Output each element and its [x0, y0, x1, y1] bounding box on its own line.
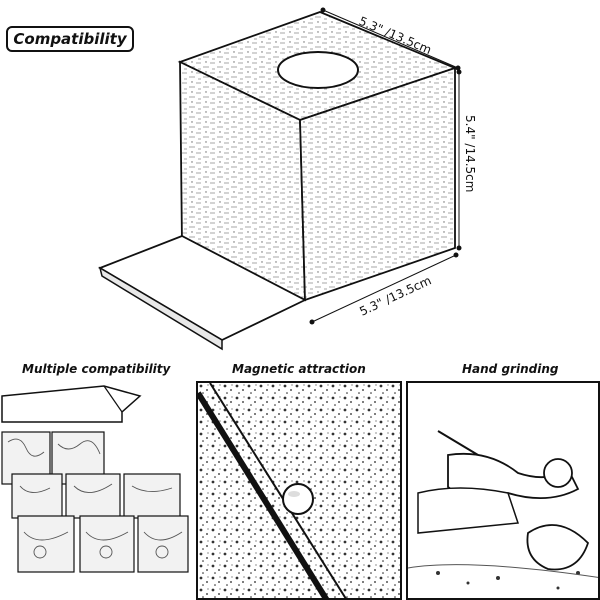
feature-title-magnetic: Magnetic attraction	[232, 362, 366, 376]
tissue-opening	[277, 51, 359, 89]
feature-title-multiple: Multiple compatibility	[22, 362, 171, 376]
box-side-face	[299, 66, 456, 302]
feature-title-grinding: Hand grinding	[462, 362, 559, 376]
tissue-box-illustration: 5.3" /13.5cm 5.4" /14.5cm 5.3" /13.5cm	[97, 7, 477, 351]
multiple-compatibility-panel	[1, 385, 189, 573]
hand-grinding-panel	[406, 381, 600, 600]
compatibility-label: Compatibility	[13, 30, 127, 48]
magnet-icon	[282, 483, 314, 515]
dimension-side: 5.4" /14.5cm	[456, 69, 477, 251]
dimension-side-label: 5.4" /14.5cm	[463, 115, 477, 192]
compatibility-badge: Compatibility	[6, 26, 134, 52]
magnetic-attraction-panel	[196, 381, 402, 600]
